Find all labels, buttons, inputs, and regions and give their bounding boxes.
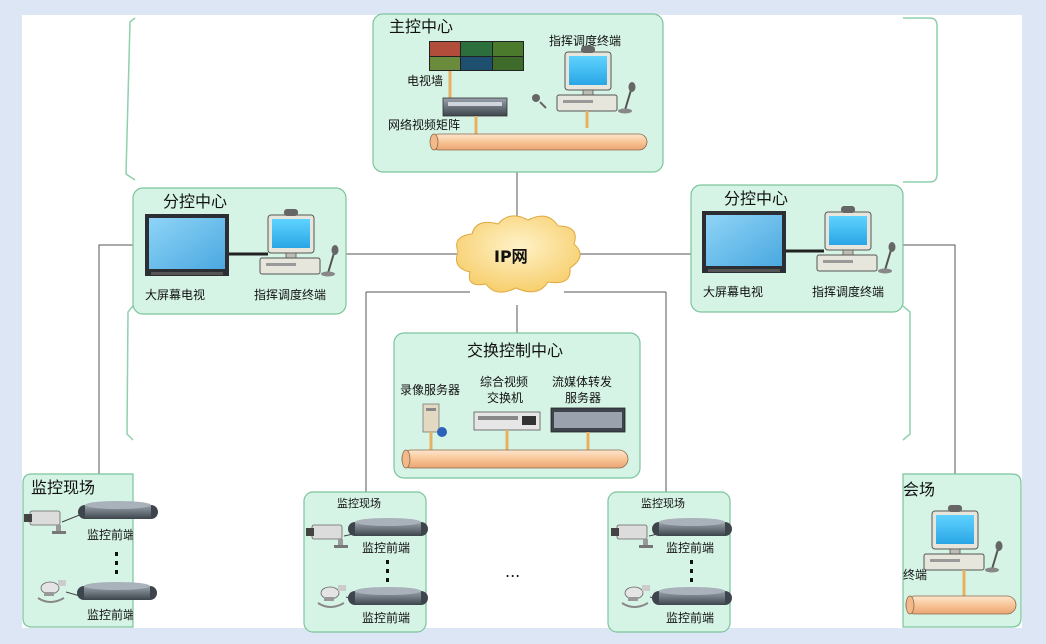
recording-server-label: 录像服务器 xyxy=(400,383,461,397)
ghost-panel-mid-right xyxy=(902,305,911,441)
main-center-title: 主控中心 xyxy=(389,17,454,36)
recording-server-icon xyxy=(422,403,447,450)
mid-left-front-1-label: 监控前端 xyxy=(362,541,411,555)
mid-left-encoder-2-icon xyxy=(348,587,428,605)
ellipsis-label: ... xyxy=(505,562,521,581)
meeting-pipe-icon xyxy=(905,595,1017,615)
switch-center-panel xyxy=(393,332,641,479)
ghost-panel-mid-left xyxy=(126,305,134,441)
video-matrix-label: 网络视频矩阵 xyxy=(388,118,461,132)
left-big-tv-icon xyxy=(145,214,229,276)
video-switch-label-2: 交换机 xyxy=(487,391,524,405)
left-branch-title: 分控中心 xyxy=(163,192,228,211)
mid-right-site-title: 监控现场 xyxy=(641,497,685,510)
left-site-front-1-label: 监控前端 xyxy=(87,528,133,542)
main-dispatch-terminal-icon xyxy=(532,45,637,128)
right-dispatch-label: 指挥调度终端 xyxy=(812,285,885,299)
ip-network-label: IP网 xyxy=(494,247,528,266)
tv-wall-label: 电视墙 xyxy=(407,74,444,88)
ghost-panel-top-right xyxy=(903,17,938,183)
ip-network-cloud-icon xyxy=(456,215,581,293)
ghost-panel-top-left xyxy=(125,17,136,181)
left-site-front-2-label: 监控前端 xyxy=(87,608,133,622)
mid-right-encoder-2-icon xyxy=(652,587,732,605)
streaming-label-1: 流媒体转发 xyxy=(552,375,613,389)
streaming-server-icon xyxy=(550,407,626,450)
streaming-label-2: 服务器 xyxy=(565,391,602,405)
mid-left-encoder-1-icon xyxy=(348,518,428,536)
mid-left-front-2-label: 监控前端 xyxy=(362,611,411,625)
mid-right-front-2-label: 监控前端 xyxy=(666,611,715,625)
mid-left-site-title: 监控现场 xyxy=(337,497,381,510)
mid-right-front-1-label: 监控前端 xyxy=(666,541,715,555)
switch-pipe-icon xyxy=(401,449,629,469)
switch-center-title: 交换控制中心 xyxy=(467,341,564,360)
right-big-screen-label: 大屏幕电视 xyxy=(703,285,764,299)
mid-right-encoder-1-icon xyxy=(652,518,732,536)
video-matrix-icon xyxy=(442,97,508,136)
right-big-tv-icon xyxy=(702,211,786,273)
video-switch-icon xyxy=(473,411,541,450)
left-site-dots xyxy=(115,552,118,574)
left-big-screen-label: 大屏幕电视 xyxy=(145,288,206,302)
left-dispatch-label: 指挥调度终端 xyxy=(254,288,327,302)
left-site-clip: 监控前端 监控前端 xyxy=(23,474,133,627)
main-dispatch-terminal-label: 指挥调度终端 xyxy=(549,34,622,48)
main-pipe-icon xyxy=(429,133,648,151)
left-site-title: 监控现场 xyxy=(31,478,96,497)
video-switch-label-1: 综合视频 xyxy=(480,375,529,389)
meeting-title-fragment: 会场 xyxy=(903,480,936,499)
meeting-terminal-fragment: 终端 xyxy=(903,568,928,582)
tv-wall-icon xyxy=(429,41,524,98)
right-branch-title: 分控中心 xyxy=(724,189,789,208)
